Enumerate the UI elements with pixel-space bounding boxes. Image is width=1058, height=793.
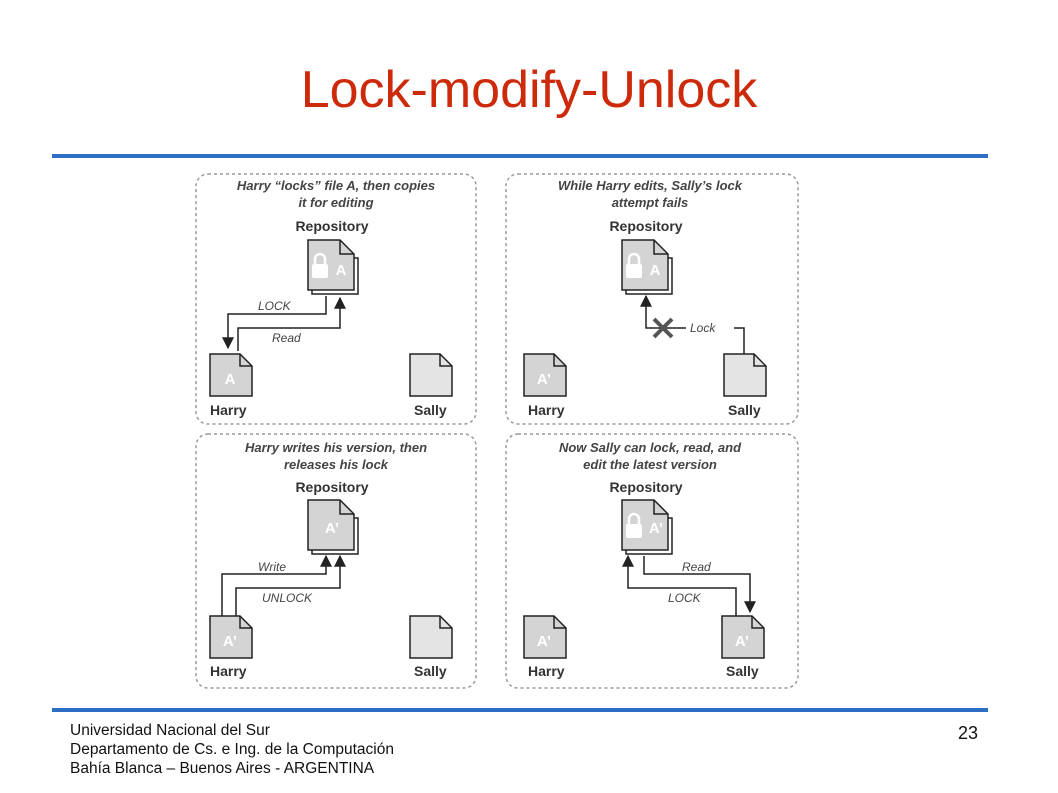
lock-attempt-arrow (640, 294, 686, 329)
write-arrow (221, 554, 332, 616)
sally-label: Sally (726, 663, 759, 679)
panel-sally-lock-fails: While Harry edits, Sally’s lock attempt … (505, 173, 799, 425)
padlock-icon (312, 252, 328, 278)
footer-institution: Universidad Nacional del Sur Departament… (70, 721, 394, 778)
read-arrow (643, 556, 756, 614)
write-label: Write (258, 560, 286, 574)
harry-document-icon: A (209, 353, 253, 397)
sally-label: Sally (414, 663, 447, 679)
harry-label: Harry (210, 402, 247, 418)
repository-document-icon: A (307, 239, 359, 295)
harry-document-icon: A’ (523, 353, 567, 397)
harry-label: Harry (528, 402, 565, 418)
repository-document-icon: A’ (307, 499, 359, 555)
harry-label: Harry (528, 663, 565, 679)
panel-caption-line1: Harry “locks” file A, then copies (237, 178, 435, 193)
repository-label: Repository (295, 479, 368, 495)
panel-caption-line2: attempt fails (612, 195, 689, 210)
page-number: 23 (957, 723, 978, 743)
unlock-label: UNLOCK (262, 591, 313, 605)
lock-label: LOCK (258, 299, 292, 313)
padlock-icon (626, 252, 642, 278)
repository-document-icon: A (621, 239, 673, 295)
panel-caption-line1: Harry writes his version, then (245, 440, 427, 455)
padlock-icon (626, 512, 642, 538)
sally-document-icon: A’ (721, 615, 765, 659)
footer-line-university: Universidad Nacional del Sur (70, 722, 270, 739)
panel-caption-line2: it for editing (298, 195, 373, 210)
harry-file-name: A (225, 371, 236, 388)
repo-file-name: A’ (649, 520, 663, 537)
sally-label: Sally (728, 402, 761, 418)
lock-arrow (622, 554, 737, 616)
harry-file-name: A’ (537, 371, 551, 388)
repository-label: Repository (609, 218, 682, 234)
panel-sally-locks-reads: Now Sally can lock, read, and edit the l… (505, 433, 799, 689)
panel-caption-line1: While Harry edits, Sally’s lock (558, 178, 743, 193)
harry-file-name: A’ (223, 633, 237, 650)
sally-document-icon (723, 353, 767, 397)
read-label: Read (272, 331, 301, 345)
lock-label: Lock (690, 321, 716, 335)
panel-harry-unlocks: Harry writes his version, then releases … (195, 433, 477, 689)
harry-document-icon: A’ (523, 615, 567, 659)
lock-arrow (222, 296, 327, 350)
repo-file-name: A’ (325, 520, 339, 537)
harry-document-icon: A’ (209, 615, 253, 659)
panel-harry-locks: Harry “locks” file A, then copies it for… (195, 173, 477, 425)
repository-label: Repository (609, 479, 682, 495)
harry-file-name: A’ (537, 633, 551, 650)
read-label: Read (682, 560, 711, 574)
read-arrow (237, 296, 346, 351)
unlock-arrow (235, 554, 346, 616)
sally-label: Sally (414, 402, 447, 418)
title-divider (52, 154, 988, 158)
footer-line-location: Bahía Blanca – Buenos Aires - ARGENTINA (70, 760, 375, 777)
lock-attempt-line (734, 327, 745, 354)
failed-x-icon (652, 317, 674, 339)
sally-document-icon (409, 353, 453, 397)
repository-document-icon: A’ (621, 499, 673, 555)
sally-file-name: A’ (735, 633, 749, 650)
footer-line-department: Departamento de Cs. e Ing. de la Computa… (70, 741, 394, 758)
repo-file-name: A (336, 262, 347, 279)
footer-divider (52, 708, 988, 712)
panel-caption-line1: Now Sally can lock, read, and (559, 440, 742, 455)
harry-label: Harry (210, 663, 247, 679)
repository-label: Repository (295, 218, 368, 234)
lock-label: LOCK (668, 591, 702, 605)
panel-caption-line2: edit the latest version (583, 457, 717, 472)
panel-caption-line2: releases his lock (284, 457, 389, 472)
lock-modify-unlock-diagram: Harry “locks” file A, then copies it for… (195, 173, 799, 689)
slide-title: Lock-modify-Unlock (300, 61, 758, 119)
sally-document-icon (409, 615, 453, 659)
repo-file-name: A (650, 262, 661, 279)
